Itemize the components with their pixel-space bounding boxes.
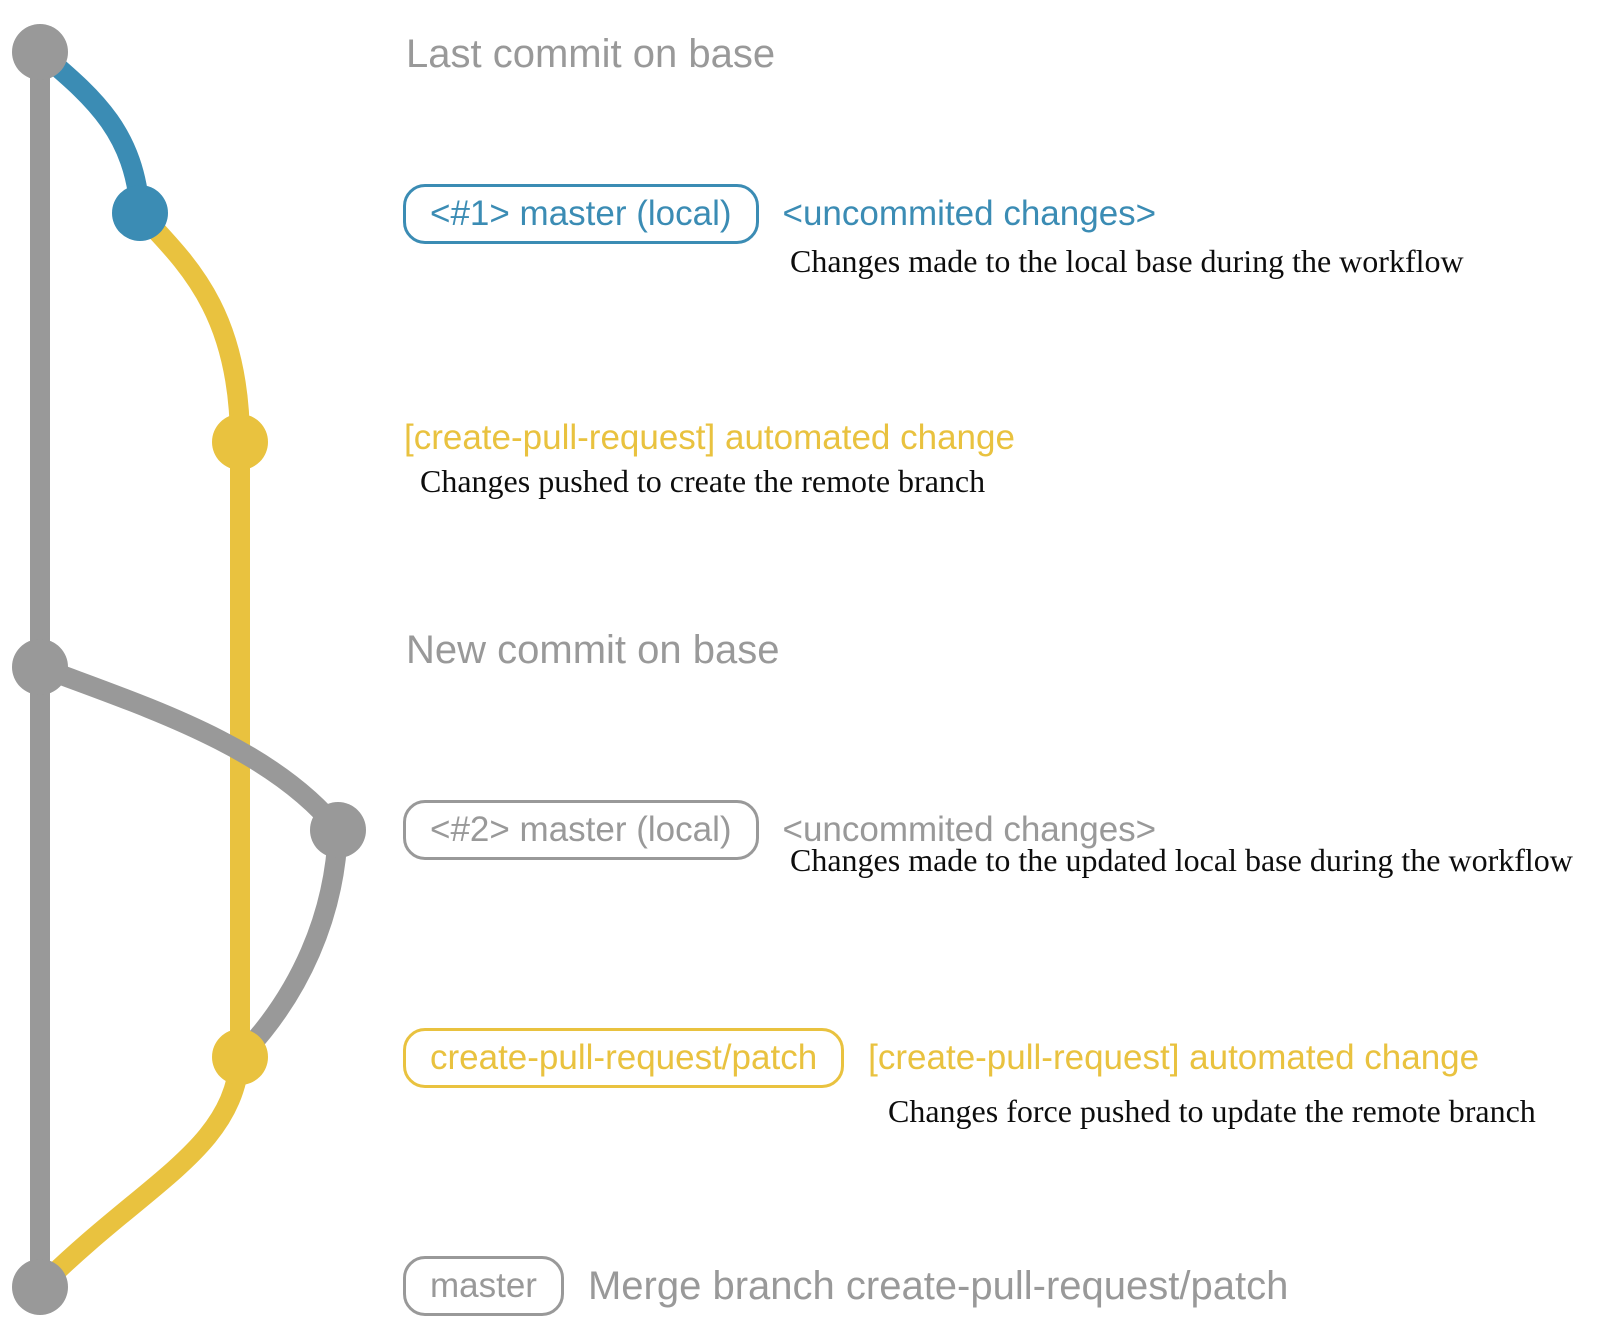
row-merge-commit: master Merge branch create-pull-request/… <box>403 1256 1288 1316</box>
branch-line-patch-from-local <box>130 203 250 452</box>
row-local-change-1: <#1> master (local) <uncommited changes> <box>403 184 1156 244</box>
label-new-commit: New commit on base <box>406 628 780 672</box>
description-automated-change-2: Changes force pushed to update the remot… <box>888 1093 1536 1129</box>
branch-line-base-to-local2 <box>30 657 348 840</box>
branch-line-patch-merge <box>30 1047 250 1297</box>
commit-dot-new-base <box>12 639 68 695</box>
description-local-change-2: Changes made to the updated local base d… <box>790 842 1573 878</box>
annotation-uncommitted-2: <uncommited changes> <box>782 810 1157 849</box>
badge-master-local-1: <#1> master (local) <box>403 184 759 244</box>
description-automated-change-1: Changes pushed to create the remote bran… <box>420 463 986 499</box>
branch-line-local2-to-patch <box>230 820 348 1067</box>
commit-dot-patch-2 <box>212 1029 268 1085</box>
annotation-uncommitted-1: <uncommited changes> <box>782 194 1157 233</box>
annotation-automated-change-1: [create-pull-request] automated change <box>404 418 1015 457</box>
label-merge-branch: Merge branch create-pull-request/patch <box>587 1264 1289 1308</box>
commit-dot-local-2 <box>310 802 366 858</box>
branch-line-local-master <box>30 42 150 223</box>
row-local-change-2: <#2> master (local) <uncommited changes> <box>403 800 1156 860</box>
commit-dot-local-1 <box>112 185 168 241</box>
badge-master-local-2: <#2> master (local) <box>403 800 759 860</box>
label-last-commit: Last commit on base <box>406 32 776 76</box>
badge-master: master <box>403 1256 564 1316</box>
commit-dot-last-base <box>12 24 68 80</box>
description-local-change-1: Changes made to the local base during th… <box>790 243 1464 279</box>
row-automated-change-2: create-pull-request/patch [create-pull-r… <box>403 1028 1479 1088</box>
badge-patch-branch: create-pull-request/patch <box>403 1028 845 1088</box>
commit-dot-merge <box>12 1259 68 1315</box>
annotation-automated-change-2: [create-pull-request] automated change <box>868 1038 1480 1077</box>
commit-dot-patch-1 <box>212 414 268 470</box>
